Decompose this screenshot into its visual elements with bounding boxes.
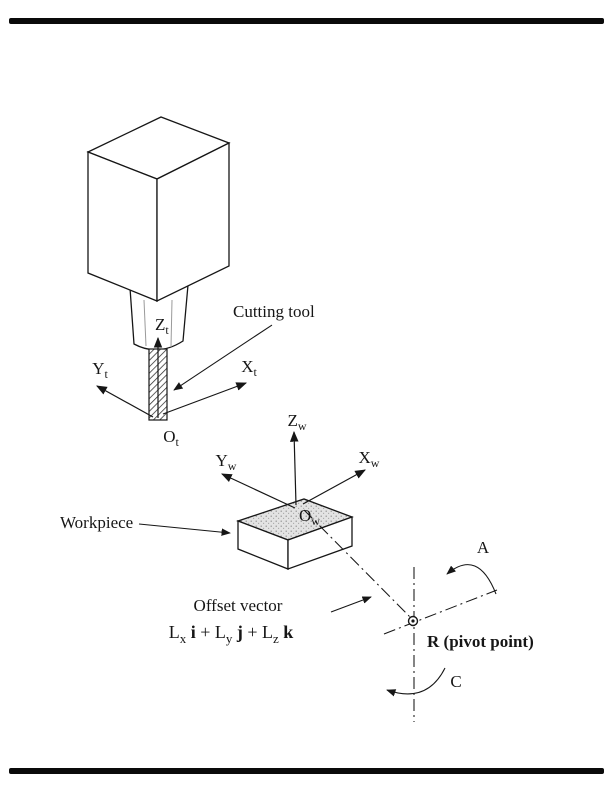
rotation-a-arrow [446,564,497,595]
a-axis-line [383,589,498,635]
workpiece-right-face [287,516,353,570]
page-edge-top [9,18,604,24]
cutting-tool-label: Cutting tool [233,302,315,321]
work-x-axis-arrow [302,469,366,505]
collar-shade-line [170,299,173,348]
work-x-axis-label: Xw [359,448,380,470]
offset-vector-leader-arrow [330,596,372,613]
tool-origin-label: Ot [163,427,179,449]
cutting-tool-leader-arrow [173,324,273,391]
spindle-body-right-face [156,141,230,303]
offset-vector-line [303,509,411,618]
spindle-body [86,116,231,303]
pivot-axes [303,509,498,722]
tool-z-axis-label: Zt [155,315,169,337]
offset-vector-callout: Offset vector Lx i + Ly j + Lz k [169,596,372,646]
collar-shade-line [143,299,147,347]
work-origin-label: Ow [299,506,320,528]
workpiece-callout: Workpiece [60,513,231,536]
workpiece-block [236,498,354,570]
tool-y-axis-label: Yt [92,359,108,381]
page-edge-bottom [9,768,604,774]
workpiece-leader-arrow [138,523,231,536]
pivot-point-dot [411,619,415,623]
tool-x-axis-label: Xt [241,357,257,379]
tool-frame: Zt Yt Xt Ot [92,315,257,449]
rotation-c: C [386,667,462,697]
rotation-a: A [446,538,497,595]
work-z-axis-arrow [289,430,299,506]
spindle-body-left-face [87,151,158,302]
rotation-a-label: A [477,538,490,557]
rotation-c-arrow [386,667,446,697]
work-y-axis-arrow [221,473,296,509]
tool-x-axis-arrow [162,382,248,415]
work-frame: Zw Yw Xw Ow [216,411,380,528]
work-z-axis-label: Zw [287,411,306,433]
work-y-axis-label: Yw [216,451,237,473]
offset-vector-formula: Lx i + Ly j + Lz k [169,622,294,646]
pivot-point-label: R (pivot point) [427,632,534,651]
offset-vector-label: Offset vector [194,596,283,615]
rotation-c-label: C [450,672,461,691]
tool-y-axis-arrow [96,385,154,418]
cutting-tool-callout: Cutting tool [173,302,315,391]
workpiece-label: Workpiece [60,513,133,532]
